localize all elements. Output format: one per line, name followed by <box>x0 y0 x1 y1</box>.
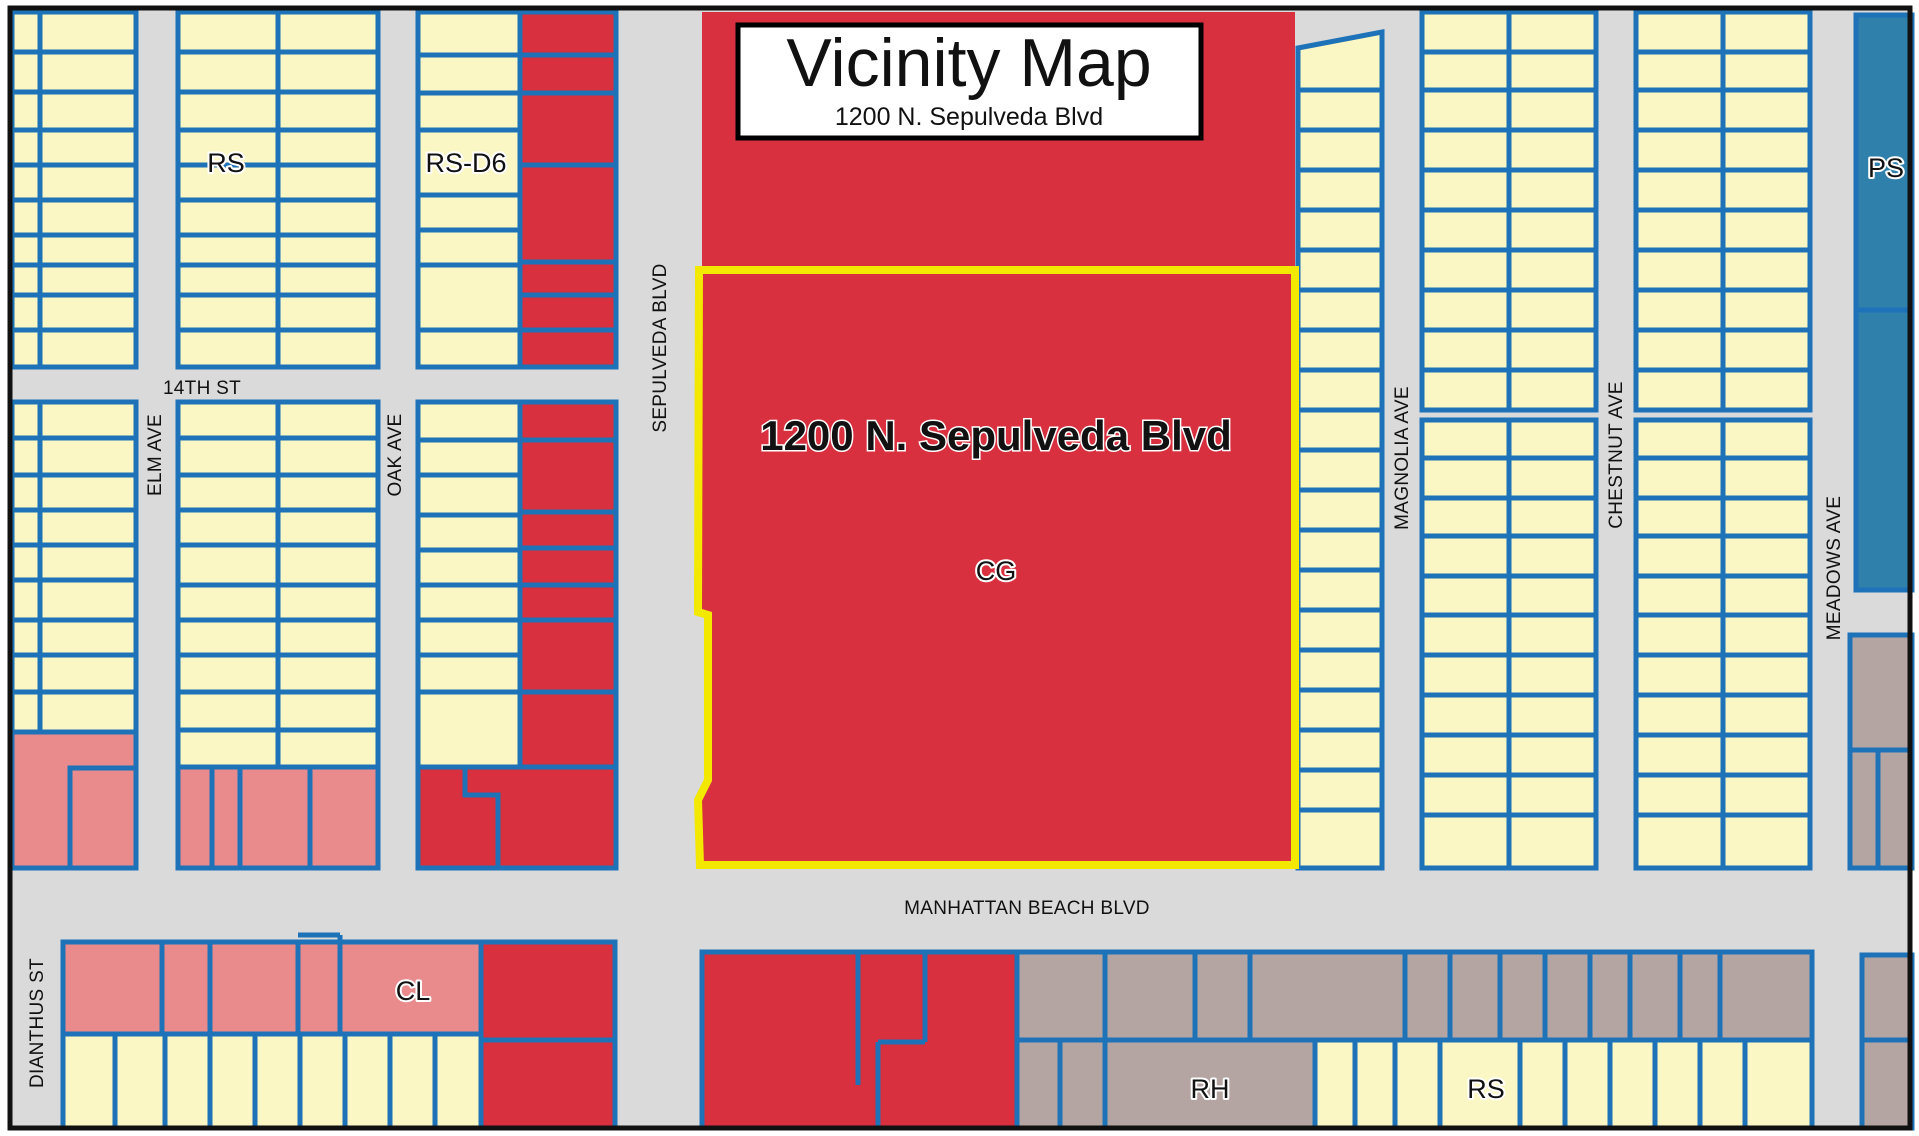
street-label-elm: ELM AVE <box>145 414 166 496</box>
map-border <box>7 5 1913 1131</box>
block-east-sepulveda-magnolia <box>1295 28 1385 871</box>
street-label-meadows: MEADOWS AVE <box>1824 496 1845 640</box>
street-label-sepulveda: SEPULVEDA BLVD <box>650 263 671 432</box>
street-label-14th: 14TH ST <box>163 378 241 399</box>
subject-site-parcel[interactable] <box>693 266 1299 869</box>
block-nw-elm-oak <box>175 9 381 370</box>
block-south-east <box>1859 952 1915 1131</box>
zone-label-rs-d6: RS-D6 <box>425 148 506 178</box>
zone-label-rs-south: RS <box>1467 1074 1505 1104</box>
title-heading: Vicinity Map <box>786 25 1151 101</box>
title-subtitle: 1200 N. Sepulveda Blvd <box>835 103 1103 131</box>
block-sw-west <box>9 399 139 871</box>
block-sw-elm-oak <box>175 399 381 871</box>
zone-label-cl: CL <box>396 976 431 1006</box>
block-south-center <box>699 949 1815 1131</box>
zone-label-rh: RH <box>1191 1074 1230 1104</box>
zone-label-rs-north: RS <box>207 148 245 178</box>
subject-site-label: 1200 N. Sepulveda Blvd <box>760 412 1232 459</box>
street-label-oak: OAK AVE <box>385 413 406 496</box>
block-nw-oak-sepulveda <box>415 9 619 370</box>
title-box: Vicinity Map 1200 N. Sepulveda Blvd <box>735 22 1204 141</box>
zone-label-cg: CG <box>976 556 1017 586</box>
zone-label-ps: PS <box>1868 153 1904 183</box>
street-label-manhattan-beach: MANHATTAN BEACH BLVD <box>904 898 1150 919</box>
block-east-meadows <box>1847 12 1915 871</box>
street-label-magnolia: MAGNOLIA AVE <box>1392 386 1413 530</box>
street-label-chestnut: CHESTNUT AVE <box>1606 381 1627 529</box>
block-magnolia-chestnut <box>1419 9 1599 871</box>
block-chestnut-meadows <box>1633 9 1813 871</box>
block-nw-west <box>9 9 139 370</box>
block-sw-oak-sepulveda <box>415 399 619 871</box>
street-label-dianthus: DIANTHUS ST <box>27 958 48 1088</box>
block-south-west <box>60 932 618 1131</box>
